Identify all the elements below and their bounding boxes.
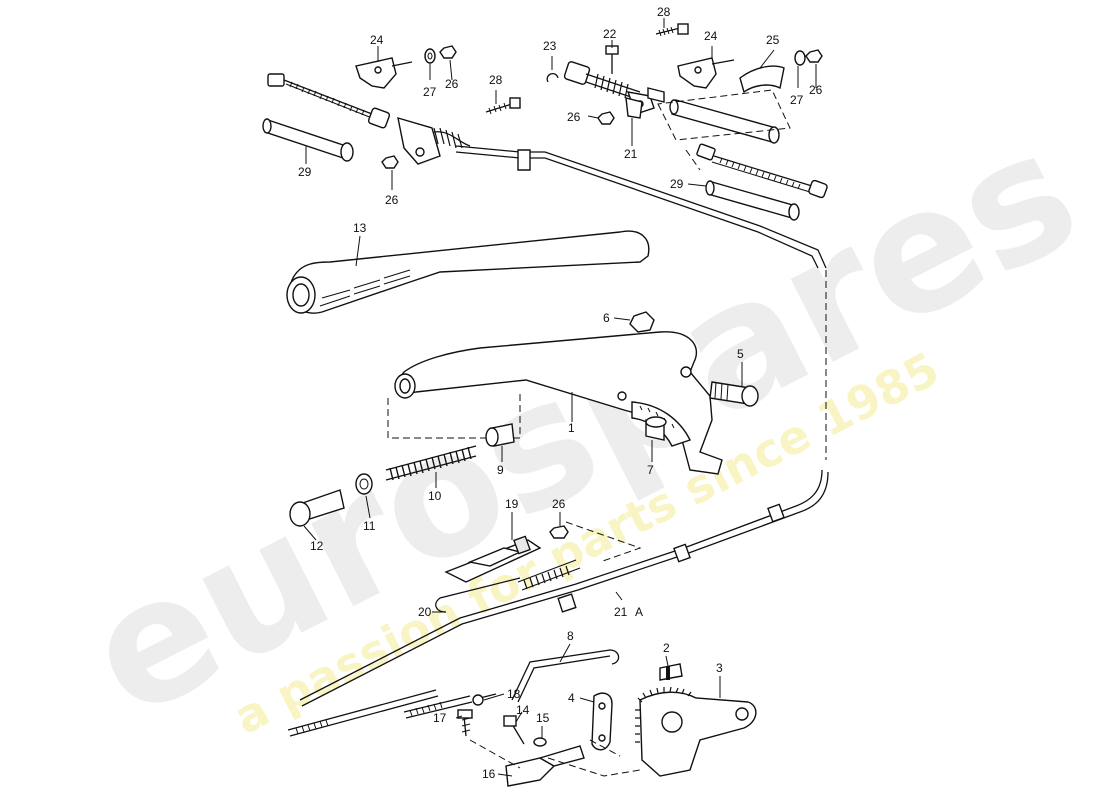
callout-26: 26 — [445, 77, 459, 91]
equalizer-bracket — [397, 117, 471, 165]
nut-26-plate — [549, 525, 569, 539]
callout-22: 22 — [603, 27, 617, 41]
bracket-24-left — [355, 57, 413, 89]
washer-27-right — [794, 50, 806, 66]
dashed-guide-lever — [387, 392, 521, 439]
nut-26-left — [439, 45, 457, 59]
bracket-3 — [635, 686, 757, 777]
washer-11 — [355, 473, 373, 495]
callout-16: 16 — [482, 767, 496, 781]
callouts: 28 22 23 24 27 26 28 29 26 26 21 24 25 2… — [298, 5, 823, 781]
clip-23 — [546, 72, 559, 83]
callout-18: 18 — [507, 687, 521, 701]
leader-lines — [303, 18, 817, 777]
lever-grip-13 — [286, 230, 650, 314]
cable-right — [696, 143, 828, 199]
pin-5 — [709, 381, 759, 407]
callout-3: 3 — [716, 661, 723, 675]
callout-10: 10 — [428, 489, 442, 503]
callout-27: 27 — [423, 85, 437, 99]
rod-8 — [511, 649, 620, 701]
sleeve-29-right — [705, 180, 800, 221]
callout-24: 24 — [704, 29, 718, 43]
bracket-21-top — [625, 97, 643, 119]
rod-21A — [287, 689, 439, 737]
callout-26: 26 — [809, 83, 823, 97]
sleeve-29-left — [262, 118, 354, 162]
bushing-9 — [485, 423, 515, 447]
callout-21: 21 — [624, 147, 638, 161]
cover-25 — [739, 65, 785, 94]
watermark-brand: eurospares — [59, 92, 1100, 756]
callout-2: 2 — [663, 641, 670, 655]
bracket-16 — [505, 745, 585, 787]
callout-5: 5 — [737, 347, 744, 361]
callout-25: 25 — [766, 33, 780, 47]
nut-6 — [629, 311, 655, 333]
nut-26-mid — [597, 111, 615, 125]
sleeve-right-top — [669, 99, 780, 144]
cable-end-left — [267, 73, 285, 87]
spring-10 — [385, 445, 477, 481]
top-cable-assembly — [262, 23, 828, 269]
callout-9: 9 — [497, 463, 504, 477]
callout-26: 26 — [552, 497, 566, 511]
callout-1: 1 — [568, 421, 575, 435]
callout-6: 6 — [603, 311, 610, 325]
cable-nut-left — [367, 107, 391, 129]
pawl-4 — [591, 692, 613, 751]
callout-28: 28 — [657, 5, 671, 19]
callout-21: 21 — [614, 605, 628, 619]
callout-14: 14 — [516, 703, 530, 717]
return-spring — [517, 559, 581, 591]
callout-24: 24 — [370, 33, 384, 47]
callout-27: 27 — [790, 93, 804, 107]
callout-28: 28 — [489, 73, 503, 87]
callout-17: 17 — [433, 711, 447, 725]
plate-19 — [444, 535, 542, 583]
nut-26-right — [805, 49, 823, 63]
bolt-22 — [605, 45, 619, 74]
callout-12: 12 — [310, 539, 324, 553]
callout-26: 26 — [567, 110, 581, 124]
nut-26-lower — [381, 155, 399, 169]
bracket-24-right — [677, 57, 735, 89]
callout-11: 11 — [363, 519, 376, 533]
callout-15: 15 — [536, 711, 550, 725]
callout-A: A — [635, 605, 643, 619]
bushing-7 — [645, 416, 667, 441]
lever-body-1 — [394, 331, 723, 475]
main-cable-rod — [455, 145, 827, 269]
callout-20: 20 — [418, 605, 432, 619]
callout-29: 29 — [670, 177, 684, 191]
lower-main-cable — [299, 270, 829, 707]
rod-threaded-lower — [403, 695, 473, 719]
callout-23: 23 — [543, 39, 557, 53]
callout-8: 8 — [567, 629, 574, 643]
callout-4: 4 — [568, 691, 575, 705]
callout-7: 7 — [647, 463, 654, 477]
callout-29: 29 — [298, 165, 312, 179]
bolt-17 — [457, 709, 473, 737]
watermark: eurospares a passion for parts since 198… — [59, 92, 1100, 756]
washer-15 — [533, 737, 547, 747]
equalizer-right — [563, 61, 665, 115]
screw-18 — [472, 693, 497, 706]
bolt-28-mid — [485, 97, 521, 115]
bolt-14 — [503, 715, 525, 745]
callout-13: 13 — [353, 221, 367, 235]
cap-12 — [289, 489, 345, 527]
clip-2 — [659, 663, 683, 681]
callout-19: 19 — [505, 497, 519, 511]
callout-26: 26 — [385, 193, 399, 207]
washer-27-left — [424, 48, 436, 64]
bolt-28-top — [655, 23, 689, 37]
